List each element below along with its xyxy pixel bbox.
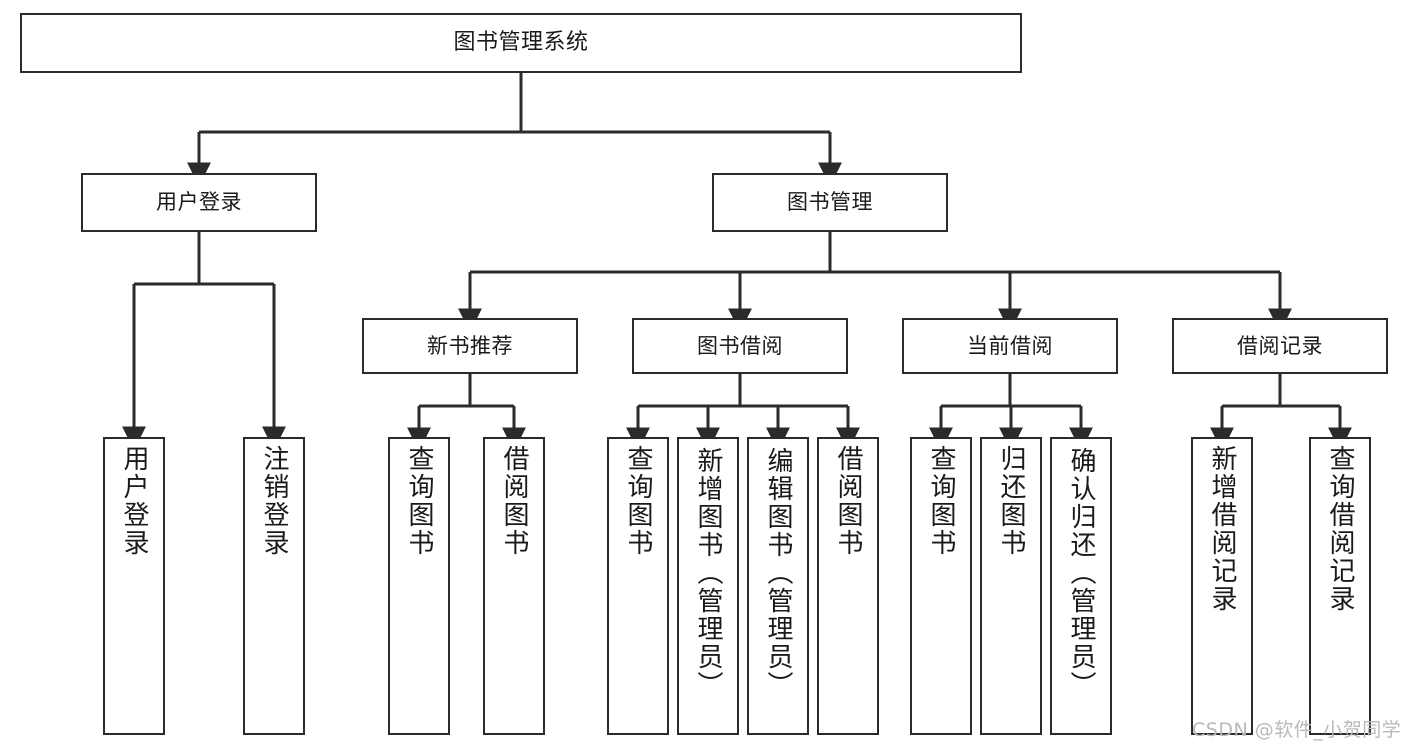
node-label: 用户登录 [119,445,149,557]
node-leaf-add-book-admin[interactable]: 新增图书（管理员） [677,437,739,735]
node-label: 查询图书 [404,445,434,557]
node-leaf-query-book-current[interactable]: 查询图书 [910,437,972,735]
node-label: 查询图书 [623,445,653,557]
node-leaf-add-borrow-record[interactable]: 新增借阅记录 [1191,437,1253,735]
node-leaf-query-book-borrow[interactable]: 查询图书 [607,437,669,735]
node-label: 新增借阅记录 [1207,445,1237,613]
node-leaf-borrow-book[interactable]: 借阅图书 [817,437,879,735]
node-leaf-edit-book-admin[interactable]: 编辑图书（管理员） [747,437,809,735]
node-new-book-recommend[interactable]: 新书推荐 [362,318,578,374]
node-leaf-logout[interactable]: 注销登录 [243,437,305,735]
node-label: 图书管理 [787,190,873,215]
node-label: 借阅图书 [499,445,529,557]
node-label: 注销登录 [259,445,289,557]
node-label: 图书管理系统 [453,30,589,56]
node-label: 归还图书 [996,445,1026,557]
node-leaf-borrow-book-recommend[interactable]: 借阅图书 [483,437,545,735]
node-label: 当前借阅 [967,333,1053,358]
node-user-login[interactable]: 用户登录 [81,173,317,232]
node-book-borrow[interactable]: 图书借阅 [632,318,848,374]
node-label: 新书推荐 [427,333,513,358]
csdn-watermark: CSDN @软件_小贺同学 [1192,719,1402,741]
node-book-management[interactable]: 图书管理 [712,173,948,232]
node-label: 编辑图书（管理员） [763,447,793,699]
node-label: 借阅记录 [1237,333,1323,358]
node-leaf-query-book-recommend[interactable]: 查询图书 [388,437,450,735]
node-label: 借阅图书 [833,445,863,557]
node-label: 图书借阅 [697,333,783,358]
node-leaf-query-borrow-record[interactable]: 查询借阅记录 [1309,437,1371,735]
node-leaf-user-login[interactable]: 用户登录 [103,437,165,735]
node-label: 查询借阅记录 [1325,445,1355,613]
node-leaf-return-book[interactable]: 归还图书 [980,437,1042,735]
node-label: 新增图书（管理员） [693,447,723,699]
node-root-book-management-system[interactable]: 图书管理系统 [20,13,1022,73]
node-label: 确认归还（管理员） [1066,447,1096,699]
node-label: 查询图书 [926,445,956,557]
node-leaf-confirm-return-admin[interactable]: 确认归还（管理员） [1050,437,1112,735]
node-label: 用户登录 [156,190,242,215]
node-borrow-record[interactable]: 借阅记录 [1172,318,1388,374]
node-current-borrow[interactable]: 当前借阅 [902,318,1118,374]
